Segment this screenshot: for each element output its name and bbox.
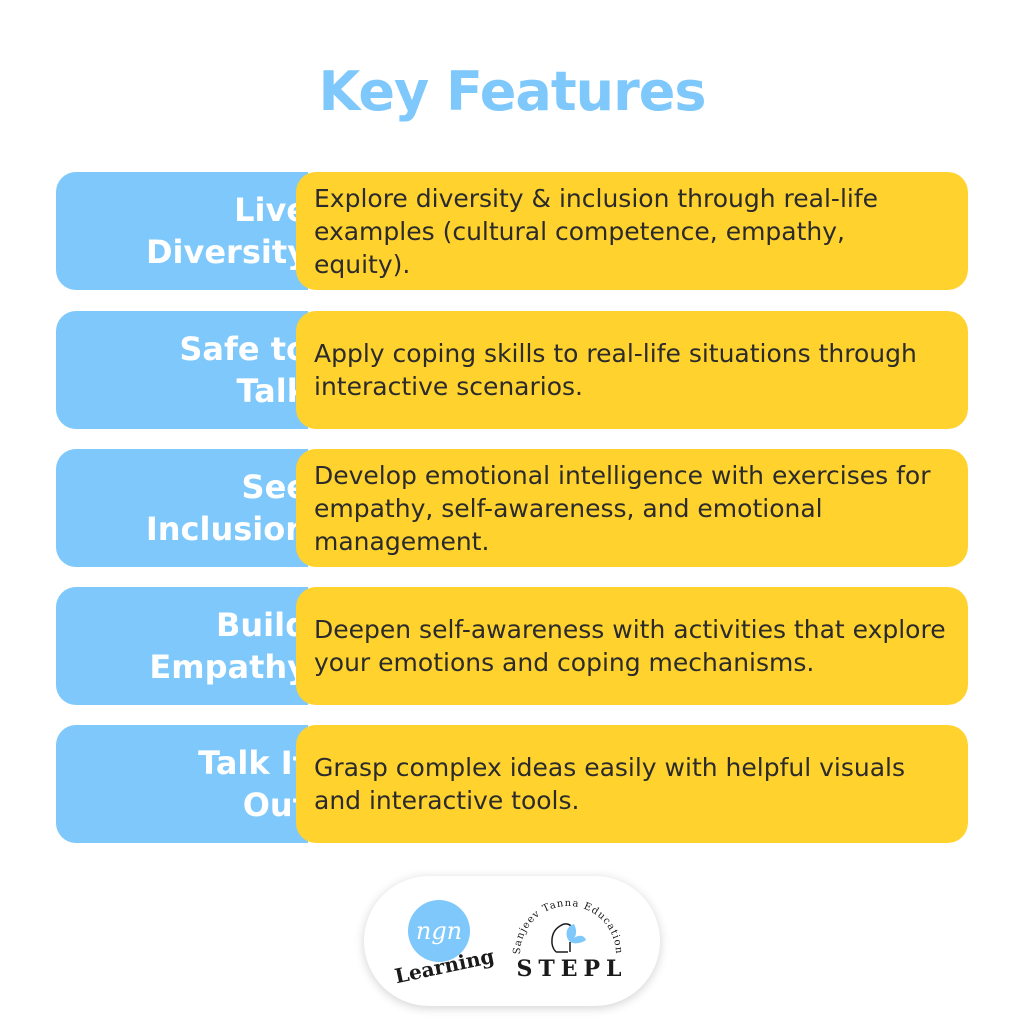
feature-row-live-diversity: Live Diversity Explore diversity & inclu…	[56, 172, 968, 290]
feature-row-talk-it-out: Talk It Out Grasp complex ideas easily w…	[56, 725, 968, 843]
ngn-mark: ngn	[415, 917, 463, 945]
partner-logos: ngn Learning Sanjeev Tanna Education STE…	[364, 876, 660, 1006]
feature-row-safe-to-talk: Safe to Talk Apply coping skills to real…	[56, 311, 968, 429]
feature-label: Live Diversity	[56, 172, 308, 290]
stepl-wordmark: STEPL	[516, 956, 628, 982]
stepl-arc-text: Sanjeev Tanna Education	[512, 898, 623, 955]
feature-label: Talk It Out	[56, 725, 308, 843]
ngn-learning-logo-icon: ngn	[408, 900, 470, 962]
feature-label: Build Empathy	[56, 587, 308, 705]
feature-row-see-inclusion: See Inclusion Develop emotional intellig…	[56, 449, 968, 567]
feature-description: Apply coping skills to real-life situati…	[296, 311, 968, 429]
feature-label: See Inclusion	[56, 449, 308, 567]
feature-description: Deepen self-awareness with activities th…	[296, 587, 968, 705]
feature-description: Grasp complex ideas easily with helpful …	[296, 725, 968, 843]
page-title: Key Features	[318, 60, 707, 123]
feature-row-build-empathy: Build Empathy Deepen self-awareness with…	[56, 587, 968, 705]
feature-description: Develop emotional intelligence with exer…	[296, 449, 968, 567]
head-flower-icon	[551, 923, 586, 953]
feature-description: Explore diversity & inclusion through re…	[296, 172, 968, 290]
feature-label: Safe to Talk	[56, 311, 308, 429]
